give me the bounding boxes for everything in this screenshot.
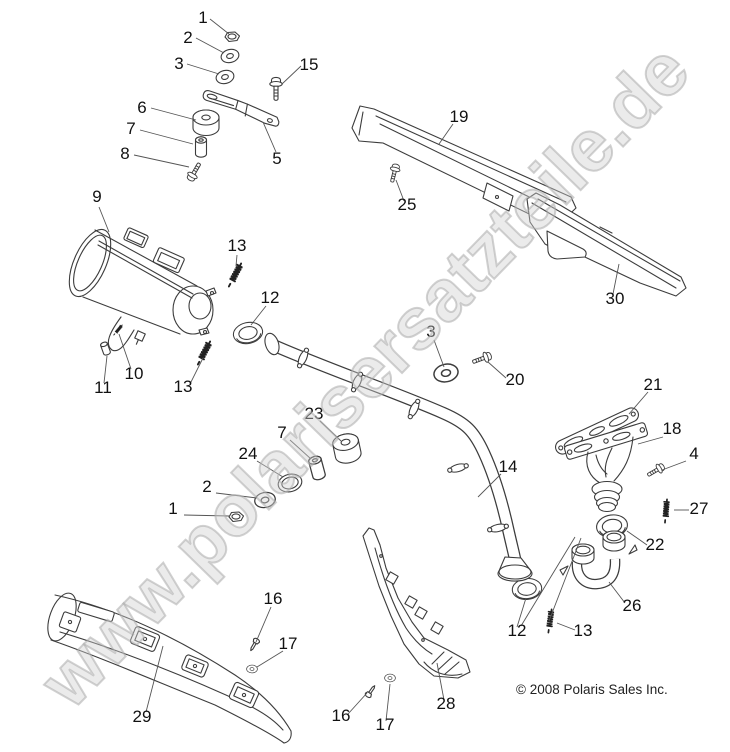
exhaust-spring-b [194,339,214,367]
callout-25: 25 [398,195,417,214]
callout-30: 30 [606,289,625,308]
callout-3b: 3 [426,322,435,341]
muffler [68,227,217,352]
callout-16a: 16 [264,589,283,608]
callout-labels: 1 2 3 15 5 6 7 8 9 13 12 10 11 13 19 25 … [92,8,708,734]
crossover-pipe [559,530,638,590]
callout-21: 21 [644,375,663,394]
muffler-bracket [202,90,280,127]
callout-27: 27 [690,499,709,518]
plug-11 [99,340,112,357]
callout-26: 26 [623,596,642,615]
bolt-8 [184,160,205,184]
bolt-25 [386,162,402,184]
washer-lower [252,489,278,511]
callout-17a: 17 [279,634,298,653]
callout-18: 18 [663,419,682,438]
flange-bolt-15 [269,76,283,101]
exhaust-spring-27 [661,498,671,524]
flange-nut-lower [228,511,245,523]
callout-11: 11 [94,378,112,397]
washer-17b [384,673,396,683]
callout-13c: 13 [574,621,593,640]
callout-4: 4 [689,444,698,463]
washer-mid [431,361,461,385]
rubber-grommet [192,109,220,137]
bolt-4 [644,461,667,480]
callout-2b: 2 [202,477,211,496]
callout-7a: 7 [126,119,135,138]
callout-10: 10 [125,364,144,383]
screw-16b [363,683,378,700]
flange-nut-upper [224,31,241,43]
callout-2a: 2 [183,28,192,47]
callout-1a: 1 [198,8,207,27]
exhaust-spring-a [225,261,245,289]
callout-6: 6 [137,98,146,117]
callout-24: 24 [239,444,258,463]
callout-14: 14 [499,457,518,476]
callout-13a: 13 [228,236,247,255]
bolt-20 [470,349,494,368]
exhaust-spring-c [544,608,556,634]
callout-12b: 12 [508,621,527,640]
callout-12a: 12 [261,288,280,307]
copyright-text: © 2008 Polaris Sales Inc. [516,682,668,697]
callout-15: 15 [300,55,319,74]
callout-22: 22 [646,535,665,554]
callout-19: 19 [450,107,469,126]
exhaust-head-pipe [264,332,533,582]
callout-13b: 13 [174,377,193,396]
heat-shield-30 [526,192,687,297]
heat-shield-29 [47,592,292,744]
washer-upper [219,46,241,66]
callout-3a: 3 [174,54,183,73]
callout-29: 29 [133,707,152,726]
washer-17a [246,664,258,674]
spacer-upper [194,136,208,158]
callout-9: 9 [92,187,101,206]
callout-20: 20 [506,370,525,389]
callout-8: 8 [120,144,129,163]
leader-lines [98,18,689,722]
exhaust-gasket-a [230,319,266,347]
heat-shield-28 [362,527,471,679]
callout-16b: 16 [332,706,351,725]
callout-7b: 7 [277,423,286,442]
screw-16a [247,636,261,653]
callout-1b: 1 [168,499,177,518]
callout-17b: 17 [376,715,395,734]
callout-23: 23 [305,404,324,423]
spring-pin [112,323,124,337]
callout-5: 5 [272,149,281,168]
exhaust-manifold [563,422,649,513]
callout-28: 28 [437,694,456,713]
washer-upper-2 [214,67,236,87]
